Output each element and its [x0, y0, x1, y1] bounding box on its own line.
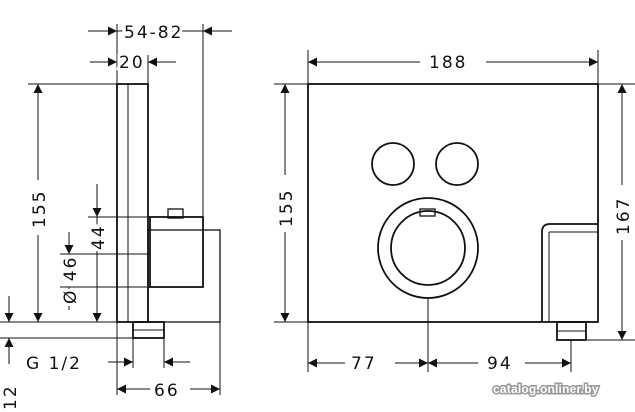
dim-20-label: 20: [119, 53, 145, 73]
thermostat-marker: [419, 208, 436, 217]
thermostat-knob: [390, 210, 466, 286]
dim-54-82-label: 54-82: [124, 23, 183, 43]
front-plate-outline: [307, 83, 599, 323]
dim-188-label: 188: [429, 53, 467, 73]
button-right: [435, 142, 479, 186]
dim-94-label: 94: [487, 354, 513, 374]
side-plate-outline: [116, 83, 149, 323]
dim-g12-label: G 1/2: [26, 354, 82, 374]
side-valve-cap: [167, 208, 184, 219]
side-valve-housing: [147, 229, 221, 323]
side-valve-body: [149, 216, 204, 288]
watermark: catalog.onliner.by: [492, 381, 601, 398]
dim-12-label: 12: [1, 384, 21, 410]
hose-connector: [541, 223, 598, 322]
side-view: 54-82 20 155 44 Ø 46 12 G 1/2 66: [0, 20, 232, 410]
dim-155-front-label: 155: [277, 189, 297, 227]
dim-44-label: 44: [89, 224, 109, 250]
front-view: 188 155 167 77 94: [274, 50, 635, 374]
dim-46-label: Ø 46: [61, 256, 81, 304]
thermostat-outer-ring: [377, 197, 479, 299]
dim-155-side-label: 155: [30, 190, 50, 228]
dim-77-label: 77: [351, 354, 377, 374]
button-left: [371, 142, 415, 186]
watermark-text: catalog.onliner.by: [493, 382, 599, 396]
dim-66-label: 66: [154, 381, 180, 401]
dim-167-label: 167: [614, 197, 634, 235]
